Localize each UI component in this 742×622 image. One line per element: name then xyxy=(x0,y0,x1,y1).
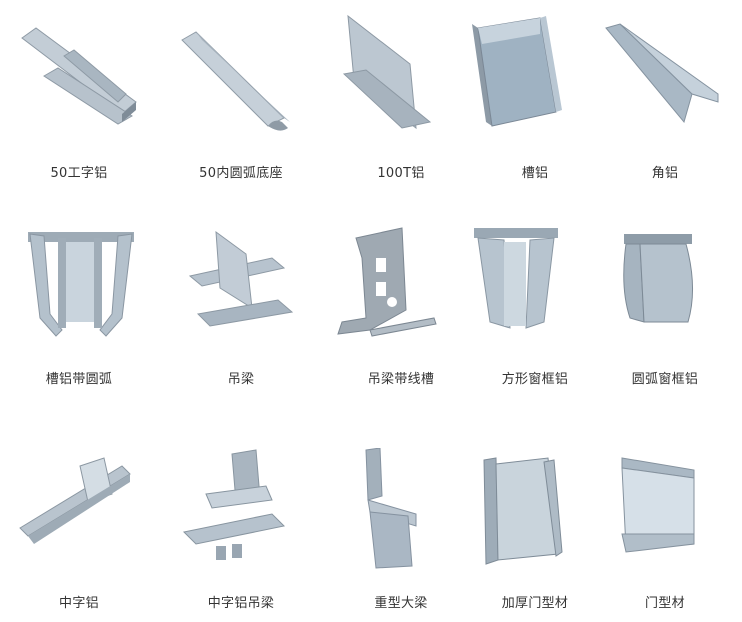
i-beam-profile-icon xyxy=(14,10,144,140)
product-label: 50内圆弧底座 xyxy=(199,166,283,181)
product-label: 方形窗框铝 xyxy=(501,372,569,387)
t-profile-icon xyxy=(336,10,466,140)
channel-with-arc-profile-icon xyxy=(14,218,144,348)
thick-door-profile-icon xyxy=(470,448,600,578)
cross-profile-icon xyxy=(14,448,144,578)
product-label: 槽铝 xyxy=(521,166,549,181)
product-label: 门型材 xyxy=(645,596,685,611)
heavy-beam-profile-icon xyxy=(336,448,466,578)
hanging-beam-profile-icon xyxy=(176,218,306,348)
door-profile-icon xyxy=(600,448,730,578)
product-label: 中字铝 xyxy=(59,596,99,611)
inner-arc-base-profile-icon xyxy=(176,10,306,140)
arc-window-frame-profile-icon xyxy=(600,218,730,348)
product-label: 加厚门型材 xyxy=(501,596,569,611)
cross-hanging-beam-profile-icon xyxy=(176,448,306,578)
hanging-beam-with-slot-profile-icon xyxy=(336,218,466,348)
angle-profile-icon xyxy=(600,10,730,140)
product-label: 圆弧窗框铝 xyxy=(631,372,699,387)
product-label: 槽铝带圆弧 xyxy=(45,372,113,387)
product-label: 吊梁带线槽 xyxy=(367,372,435,387)
product-label: 50工字铝 xyxy=(50,166,108,181)
channel-profile-icon xyxy=(470,10,600,140)
product-label: 角铝 xyxy=(651,166,679,181)
product-label: 100T铝 xyxy=(377,166,425,181)
product-label: 重型大梁 xyxy=(374,596,428,611)
product-label: 吊梁 xyxy=(227,372,255,387)
square-window-frame-profile-icon xyxy=(470,218,600,348)
product-label: 中字铝吊梁 xyxy=(207,596,275,611)
